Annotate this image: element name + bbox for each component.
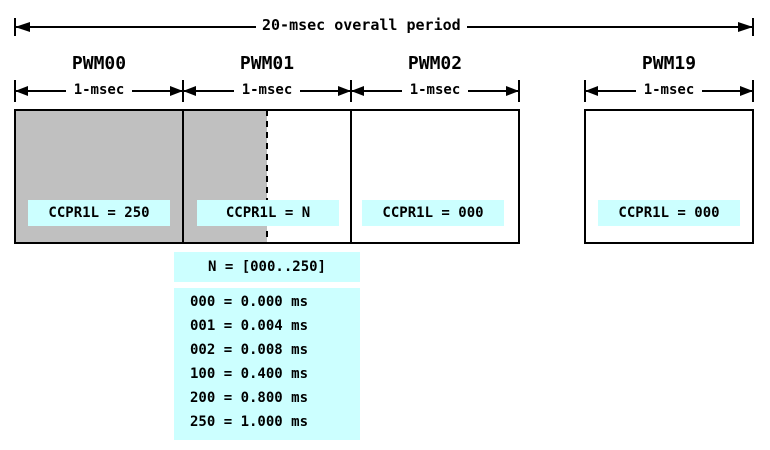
table-row: 250 = 1.000 ms: [190, 414, 309, 430]
table-row: 200 = 0.800 ms: [190, 390, 309, 406]
table-row: 100 = 0.400 ms: [190, 366, 309, 382]
slot-frame-19: [584, 109, 754, 244]
dur-arrow-2r: [506, 86, 519, 96]
slot-duration-3: 1-msec: [585, 82, 753, 98]
slot-duration-1: 1-msec: [183, 82, 351, 98]
dur-arrow-3l: [585, 86, 598, 96]
slot-name-pwm19: PWM19: [641, 53, 697, 74]
period-arrow-left: [15, 22, 30, 32]
dur-arrow-0r: [170, 86, 183, 96]
n-range-label: N = [000..250]: [174, 252, 360, 282]
register-label-pwm00: CCPR1L = 250: [28, 200, 170, 226]
period-arrow-right: [738, 22, 753, 32]
table-row: 002 = 0.008 ms: [190, 342, 309, 358]
register-label-pwm19: CCPR1L = 000: [598, 200, 740, 226]
register-label-pwm01: CCPR1L = N: [197, 200, 339, 226]
slot-duration-0-text: 1-msec: [65, 82, 133, 98]
slot-duration-2: 1-msec: [351, 82, 519, 98]
slot-duration-2-text: 1-msec: [401, 82, 469, 98]
dur-arrow-3r: [740, 86, 753, 96]
dur-arrow-1r: [338, 86, 351, 96]
slot-duration-1-text: 1-msec: [233, 82, 301, 98]
slot-name-pwm00: PWM00: [71, 53, 127, 74]
slot-duration-0: 1-msec: [15, 82, 183, 98]
overall-period-title: 20-msec overall period: [256, 16, 467, 34]
dur-arrow-0l: [15, 86, 28, 96]
register-label-pwm02: CCPR1L = 000: [362, 200, 504, 226]
table-row: 001 = 0.004 ms: [190, 318, 309, 334]
table-row: 000 = 0.000 ms: [190, 294, 309, 310]
dur-arrow-2l: [351, 86, 364, 96]
slot-name-pwm01: PWM01: [239, 53, 295, 74]
slot-name-pwm02: PWM02: [407, 53, 463, 74]
slot-duration-3-text: 1-msec: [635, 82, 703, 98]
n-to-time-table: 000 = 0.000 ms 001 = 0.004 ms 002 = 0.00…: [174, 288, 360, 440]
dur-arrow-1l: [183, 86, 196, 96]
